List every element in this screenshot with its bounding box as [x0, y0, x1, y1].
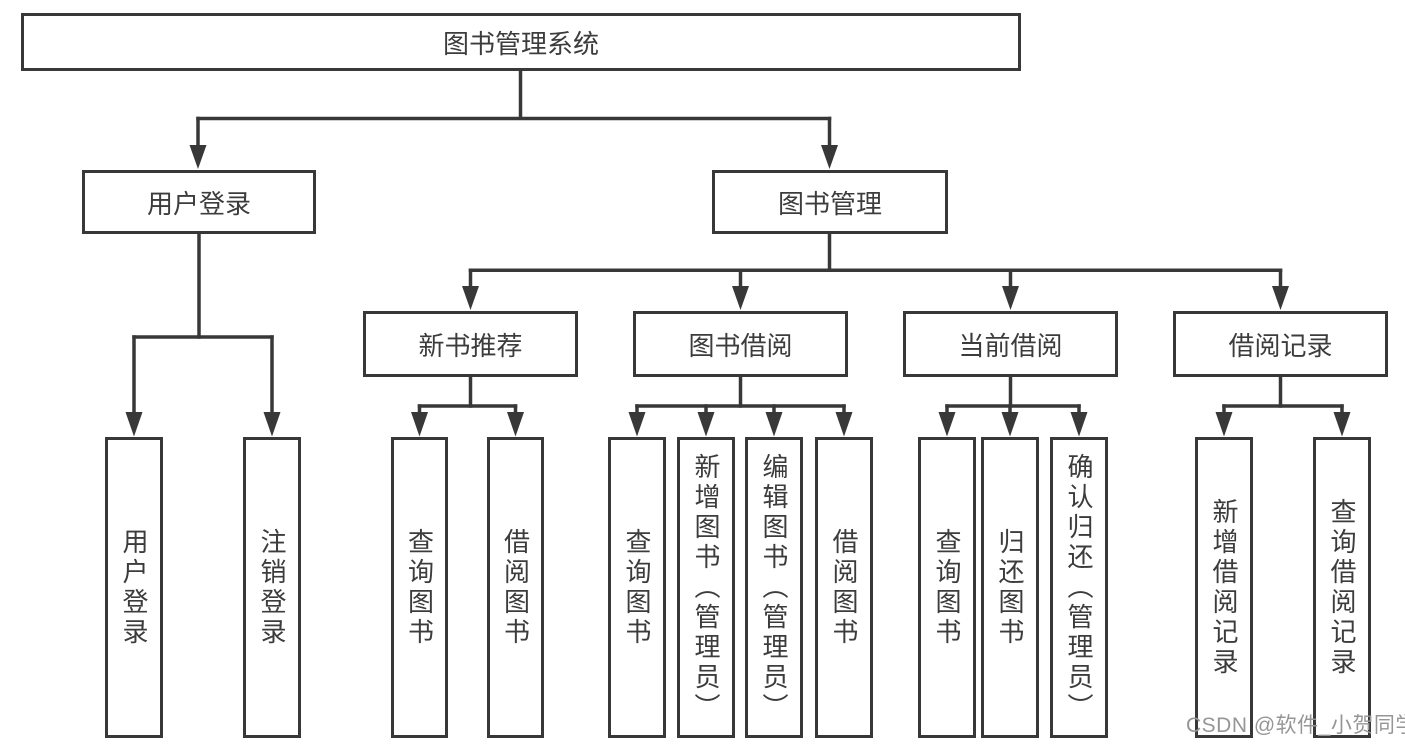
node-label: 新增图书（管理员）: [691, 452, 721, 723]
node-label: 查询图书: [404, 527, 435, 648]
csdn-watermark: CSDN @软件_小贺同学: [1186, 714, 1405, 737]
node-label: 借阅记录: [1228, 330, 1333, 361]
leaf-edit-books-admin: 编辑图书（管理员）: [745, 437, 803, 738]
leaf-return-books: 归还图书: [981, 437, 1039, 738]
node-new-book-recommendation: 新书推荐: [363, 311, 578, 377]
leaf-add-books-admin: 新增图书（管理员）: [677, 437, 735, 738]
node-label: 用户登录: [146, 188, 251, 219]
node-label: 注销登录: [257, 527, 287, 648]
leaf-borrow-books-borrowing: 借阅图书: [815, 437, 873, 738]
node-label: 查询图书: [622, 527, 652, 648]
leaf-confirm-return-admin: 确认归还（管理员）: [1050, 437, 1108, 738]
node-label: 当前借阅: [958, 330, 1063, 361]
node-book-management: 图书管理: [712, 170, 948, 234]
node-borrowing-records: 借阅记录: [1173, 311, 1388, 377]
node-label: 图书管理系统: [442, 28, 599, 59]
node-label: 归还图书: [995, 527, 1025, 648]
node-label: 确认归还（管理员）: [1064, 452, 1094, 723]
node-label: 查询图书: [932, 527, 962, 648]
node-label: 图书借阅: [688, 330, 793, 361]
leaf-user-login: 用户登录: [105, 437, 163, 738]
leaf-query-borrow-record: 查询借阅记录: [1313, 437, 1371, 738]
node-label: 图书管理: [777, 188, 882, 219]
node-book-borrowing: 图书借阅: [633, 311, 848, 377]
leaf-logout: 注销登录: [243, 437, 301, 738]
leaf-query-books-recommend: 查询图书: [391, 437, 448, 738]
leaf-add-borrow-record: 新增借阅记录: [1195, 437, 1253, 738]
node-library-management-system: 图书管理系统: [21, 13, 1021, 71]
node-label: 借阅图书: [829, 527, 859, 648]
node-label: 新书推荐: [418, 330, 523, 361]
node-user-login: 用户登录: [82, 170, 316, 234]
node-label: 编辑图书（管理员）: [759, 452, 789, 723]
leaf-borrow-books-recommend: 借阅图书: [487, 437, 544, 738]
leaf-query-books-borrowing: 查询图书: [608, 437, 666, 738]
node-label: 借阅图书: [500, 527, 531, 648]
node-label: 新增借阅记录: [1209, 497, 1239, 678]
leaf-query-books-current: 查询图书: [918, 437, 976, 738]
node-label: 用户登录: [119, 527, 149, 648]
node-current-borrowing: 当前借阅: [903, 311, 1118, 377]
node-label: 查询借阅记录: [1327, 497, 1357, 678]
